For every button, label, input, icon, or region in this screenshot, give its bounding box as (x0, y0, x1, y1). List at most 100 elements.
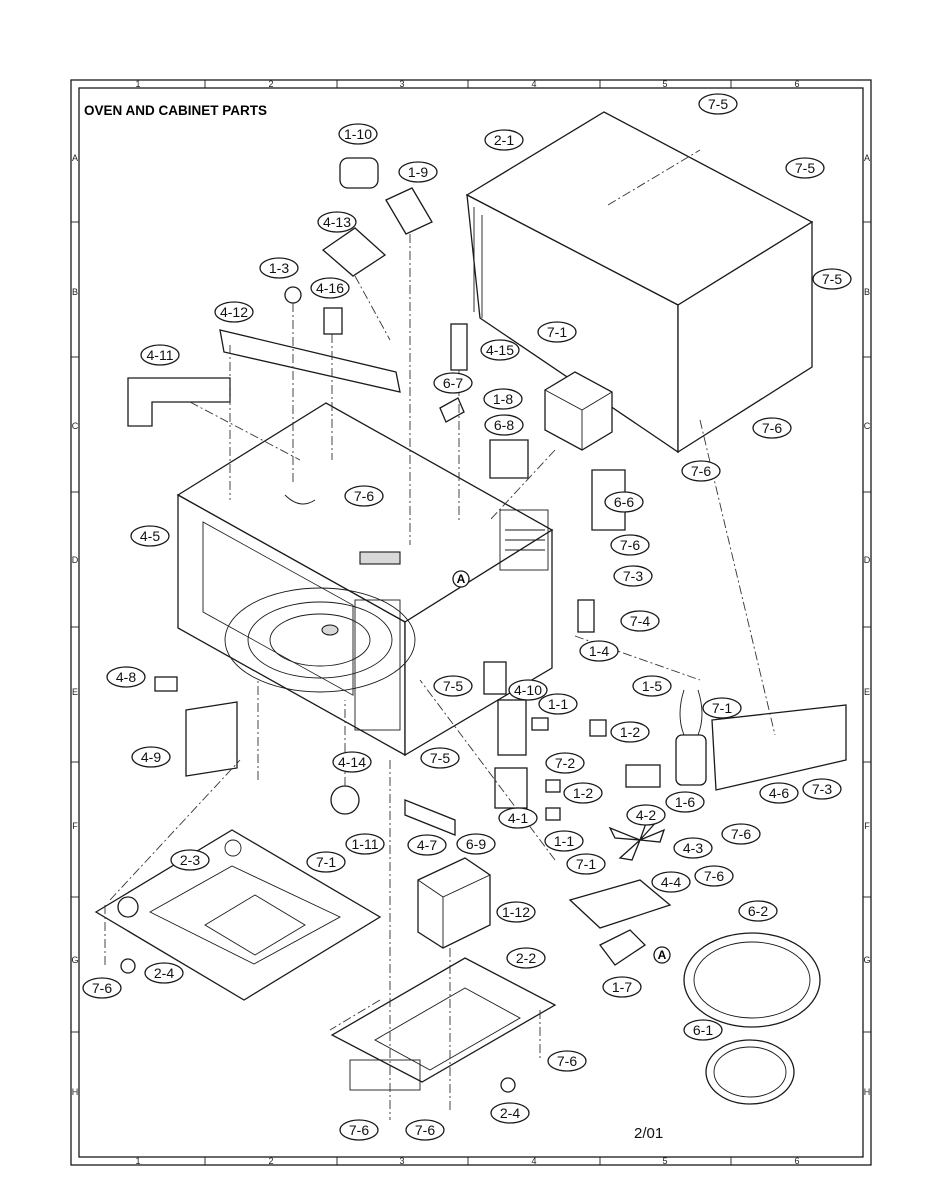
callout-label: 2-1 (494, 132, 514, 148)
label-drawing (489, 439, 529, 479)
callout-2-2-57: 2-2 (506, 947, 546, 969)
callout-1-3-7: 1-3 (259, 257, 299, 279)
callout-label: 1-11 (352, 836, 379, 852)
callout-4-7-47: 4-7 (407, 834, 447, 856)
hinge-left-drawing (154, 676, 178, 692)
diode-drawing (625, 764, 661, 788)
callout-label: 6-2 (748, 903, 768, 919)
callout-label: 7-1 (547, 324, 567, 340)
grid-row-g-right: G (863, 955, 870, 965)
thermal-cutout-drawing (284, 286, 302, 304)
callout-label: 7-6 (691, 463, 711, 479)
callout-label: 6-7 (443, 375, 463, 391)
transformer-drawing (417, 857, 491, 949)
callout-label: 4-13 (323, 214, 351, 230)
callout-label: 1-8 (493, 391, 513, 407)
callout-label: 4-16 (316, 280, 344, 296)
callout-label: 4-11 (147, 347, 174, 363)
svg-text:A: A (658, 948, 667, 962)
callout-7-6-18: 7-6 (752, 417, 792, 439)
callout-7-1-50: 7-1 (566, 853, 606, 875)
switch-4-drawing (545, 807, 561, 821)
grid-col-3: 3 (399, 79, 404, 89)
callout-label: 6-9 (466, 836, 486, 852)
grid-col-4-bottom: 4 (531, 1156, 536, 1166)
grid-row-e-right: E (864, 687, 870, 697)
grid-row-f-right: F (864, 821, 870, 831)
spacer-tall-drawing (450, 323, 468, 371)
hinge-drawing (404, 799, 456, 836)
callout-label: 6-6 (614, 494, 634, 510)
callout-label: 2-3 (180, 852, 200, 868)
callout-7-6-55: 7-6 (82, 977, 122, 999)
roller-ring-inner (713, 1046, 787, 1098)
grid-col-1-bottom: 1 (135, 1156, 140, 1166)
side-bracket-drawing (711, 704, 847, 791)
grid-row-d: D (72, 555, 79, 565)
switch-1-drawing (531, 717, 549, 731)
callout-4-5-19: 4-5 (130, 525, 170, 547)
fan-motor-drawing (599, 929, 647, 966)
callout-4-10-27: 4-10 (508, 679, 548, 701)
callout-label: 1-1 (554, 833, 574, 849)
callout-1-2-29: 1-2 (610, 721, 650, 743)
callout-4-4-51: 4-4 (651, 871, 691, 893)
capacitor-drawing (675, 689, 707, 786)
callout-2-3-44: 2-3 (170, 849, 210, 871)
magnetron-drawing (544, 371, 613, 451)
callout-label: 1-1 (548, 696, 568, 712)
callout-7-6-62: 7-6 (339, 1119, 379, 1141)
callout-label: 1-6 (675, 794, 695, 810)
callout-7-6-16: 7-6 (344, 485, 384, 507)
grid-row-g: G (71, 955, 78, 965)
turntable-glass-drawing (683, 932, 821, 1028)
callout-1-11-46: 1-11 (345, 833, 385, 855)
callout-7-5-33: 7-5 (420, 747, 460, 769)
grid-col-4: 4 (531, 79, 536, 89)
reference-mark-a-upper: A (452, 570, 470, 588)
grid-col-2-bottom: 2 (268, 1156, 273, 1166)
callout-4-1-41: 4-1 (498, 807, 538, 829)
callout-7-5-26: 7-5 (433, 675, 473, 697)
callout-label: 7-6 (354, 488, 374, 504)
callout-7-6-63: 7-6 (405, 1119, 445, 1141)
grid-row-b-right: B (864, 287, 870, 297)
callout-7-5-5: 7-5 (812, 268, 852, 290)
roller-ring-drawing (705, 1039, 795, 1105)
callout-7-3-22: 7-3 (613, 565, 653, 587)
callout-label: 4-3 (683, 840, 703, 856)
callout-4-8-25: 4-8 (106, 666, 146, 688)
callout-1-9-1: 1-9 (398, 161, 438, 183)
callout-6-7-13: 6-7 (433, 372, 473, 394)
callout-label: 4-10 (514, 682, 542, 698)
grid-row-a-right: A (864, 153, 870, 163)
callout-label: 7-3 (812, 781, 832, 797)
callout-label: 1-2 (620, 724, 640, 740)
callout-label: 4-12 (220, 304, 248, 320)
callout-label: 7-6 (92, 980, 112, 996)
grid-row-a: A (72, 153, 78, 163)
outer-cabinet-drawing (465, 111, 814, 454)
callout-7-5-4: 7-5 (785, 157, 825, 179)
spacer-drawing (323, 307, 343, 335)
callout-2-4-61: 2-4 (490, 1102, 530, 1124)
callout-4-13-6: 4-13 (317, 211, 357, 233)
callout-label: 1-2 (573, 785, 593, 801)
svg-text:A: A (457, 572, 466, 586)
foot-right-drawing (500, 1077, 516, 1093)
callout-label: 4-15 (486, 342, 514, 358)
callout-label: 4-9 (141, 749, 161, 765)
callout-label: 4-6 (769, 785, 789, 801)
callout-7-6-43: 7-6 (721, 823, 761, 845)
thermistor-drawing (577, 599, 595, 633)
callout-label: 4-5 (140, 528, 160, 544)
drawing-frame: 1 2 3 4 5 6 1 2 3 4 5 6 A B C D E F G H … (70, 79, 872, 1166)
callout-label: 4-8 (116, 669, 136, 685)
callout-label: 7-1 (576, 856, 596, 872)
callout-label: 6-8 (494, 417, 514, 433)
latch-hook-drawing (497, 699, 527, 756)
grid-row-h-right: H (864, 1087, 871, 1097)
callout-6-8-15: 6-8 (484, 414, 524, 436)
callout-7-6-21: 7-6 (610, 534, 650, 556)
